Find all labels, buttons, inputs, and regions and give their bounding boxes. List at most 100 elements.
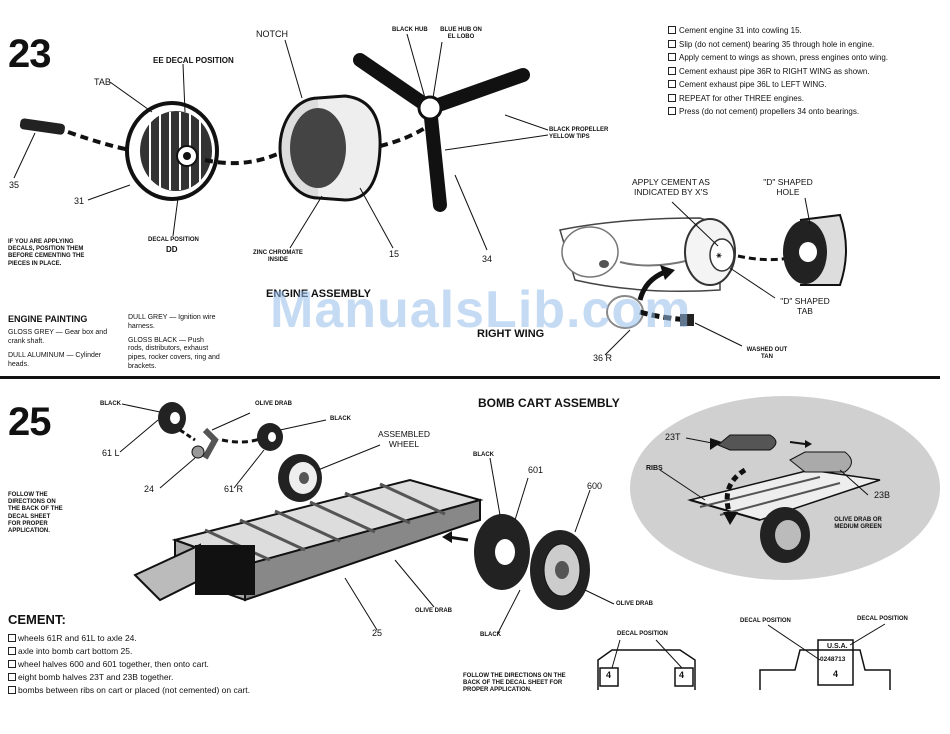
label-olive-or-green: OLIVE DRAB OR MEDIUM GREEN — [834, 517, 882, 531]
checkbox-icon[interactable] — [668, 66, 676, 75]
label-d-shaped-hole: "D" SHAPED HOLE — [763, 177, 813, 198]
instruction-item[interactable]: Press (do not cement) propellers 34 onto… — [668, 105, 938, 119]
label-black-3: BLACK — [473, 452, 494, 458]
label-black-2: BLACK — [330, 416, 351, 422]
propeller-34-drawing — [353, 53, 530, 212]
cement-item[interactable]: bombs between ribs on cart or placed (no… — [8, 684, 308, 697]
decal-serial: 0248713 — [820, 656, 846, 663]
dashed-path-35 — [67, 130, 131, 152]
engine-painting-block: ENGINE PAINTING GLOSS GREY — Gear box an… — [8, 314, 108, 369]
checkbox-icon[interactable] — [668, 39, 676, 48]
label-blue-hub: BLUE HUB ON EL LOBO — [440, 27, 482, 41]
label-decal-position-3: DECAL POSITION — [857, 616, 908, 622]
label-olive-drab-2: OLIVE DRAB — [616, 601, 654, 607]
leader-lines-wing — [604, 197, 811, 356]
checkbox-icon[interactable] — [668, 26, 676, 34]
label-decal-position-1: DECAL POSITION — [617, 631, 668, 637]
step-number-23: 23 — [8, 32, 51, 76]
instruction-item[interactable]: REPEAT for other THREE engines. — [668, 92, 938, 106]
bomb-cart-assembly-title: BOMB CART ASSEMBLY — [478, 396, 620, 410]
follow-directions-note: FOLLOW THE DIRECTIONS ON THE BACK OF THE… — [8, 492, 63, 534]
decal-number-4-b: 4 — [679, 670, 685, 680]
right-wing-drawing: ✳ — [559, 213, 847, 329]
label-black-4: BLACK — [480, 632, 501, 638]
paint-gloss-grey: GLOSS GREY — Gear box and crank shaft. — [8, 329, 108, 346]
label-part-61r: 61 R — [224, 484, 244, 494]
bomb-cart-detail-drawing — [630, 396, 940, 580]
engine-31-drawing — [125, 101, 219, 201]
instruction-item[interactable]: Cement exhaust pipe 36L to LEFT WING. — [668, 78, 938, 92]
instruction-item[interactable]: Cement engine 31 into cowling 15. — [668, 24, 938, 38]
label-part-24: 24 — [144, 484, 155, 494]
label-d-shaped-tab: "D" SHAPED TAB — [780, 296, 830, 317]
step-number-25: 25 — [8, 400, 51, 444]
bomb-cart-25-drawing — [133, 454, 484, 602]
label-olive-drab-1: OLIVE DRAB — [255, 401, 293, 407]
instruction-item[interactable]: Cement exhaust pipe 36R to RIGHT WING as… — [668, 65, 938, 79]
dashed-path-cowling — [379, 126, 427, 148]
label-dd: DD — [166, 245, 178, 254]
label-olive-drab-3: OLIVE DRAB — [415, 608, 453, 614]
decal-position-diagrams — [597, 639, 891, 690]
label-decal-position-dd: DECAL POSITION — [148, 237, 199, 243]
cement-list: wheels 61R and 61L to axle 24. axle into… — [8, 632, 308, 697]
label-part-34: 34 — [482, 254, 493, 264]
watermark: ManualsLib.com — [270, 281, 692, 339]
step23-instructions: Cement engine 31 into cowling 15. Slip (… — [668, 24, 938, 119]
engine-painting-title: ENGINE PAINTING — [8, 314, 88, 324]
leader-lines-23 — [13, 33, 549, 251]
paint-gloss-black: GLOSS BLACK — Push rods, distributors, e… — [128, 336, 220, 370]
label-black-propeller: BLACK PROPELLER YELLOW TIPS — [549, 127, 609, 141]
checkbox-icon[interactable] — [668, 107, 676, 115]
checkbox-icon[interactable] — [8, 686, 16, 694]
cart-wheels-small-drawing — [158, 402, 283, 460]
label-right-wing: RIGHT WING — [477, 328, 545, 340]
label-decal-position-2: DECAL POSITION — [740, 618, 791, 624]
label-part-36r: 36 R — [593, 353, 613, 363]
follow-directions-note-2: FOLLOW THE DIRECTIONS ON THE BACK OF THE… — [463, 673, 566, 694]
checkbox-icon[interactable] — [668, 80, 676, 88]
cowling-15-drawing — [278, 94, 382, 202]
label-part-35: 35 — [9, 180, 20, 190]
checkbox-icon[interactable] — [8, 634, 16, 642]
label-part-31: 31 — [74, 196, 85, 206]
label-zinc-chromate: ZINC CHROMATE INSIDE — [253, 250, 303, 264]
checkbox-icon[interactable] — [8, 647, 16, 655]
label-black-1: BLACK — [100, 401, 121, 407]
svg-text:✳: ✳ — [716, 252, 722, 260]
paint-dull-aluminum: DULL ALUMINUM — Cylinder heads. — [8, 351, 102, 368]
wheel-600-601-drawing — [474, 514, 590, 610]
label-assembled-wheel: ASSEMBLED WHEEL — [378, 429, 430, 449]
decal-number-4-c: 4 — [833, 669, 839, 679]
checkbox-icon[interactable] — [668, 53, 676, 61]
label-part-600: 600 — [587, 481, 603, 491]
label-part-25: 25 — [372, 628, 383, 638]
engine-painting-block-2: DULL GREY — Ignition wire harness. GLOSS… — [128, 314, 220, 372]
decal-number-4-a: 4 — [606, 670, 612, 680]
cement-item[interactable]: eight bomb halves 23T and 23B together. — [8, 671, 308, 684]
label-washed-out-tan: WASHED OUT TAN — [746, 347, 788, 361]
label-apply-cement: APPLY CEMENT AS INDICATED BY X's — [632, 177, 710, 198]
label-ee-decal: EE DECAL POSITION — [153, 56, 234, 65]
section-divider — [0, 376, 940, 379]
checkbox-icon[interactable] — [668, 93, 676, 102]
checkbox-icon[interactable] — [8, 660, 16, 668]
engine-assembly-title: ENGINE ASSEMBLY — [266, 288, 371, 300]
instruction-item[interactable]: Apply cement to wings as shown, press en… — [668, 51, 938, 65]
label-part-23t: 23T — [665, 432, 681, 442]
label-black-hub: BLACK HUB — [392, 27, 428, 33]
paint-dull-grey: DULL GREY — Ignition wire harness. — [128, 314, 216, 330]
checkbox-icon[interactable] — [8, 673, 16, 681]
leader-lines-25 — [119, 403, 886, 669]
cement-item[interactable]: wheels 61R and 61L to axle 24. — [8, 632, 308, 645]
label-notch: NOTCH — [256, 29, 288, 39]
cement-item[interactable]: axle into bomb cart bottom 25. — [8, 645, 308, 658]
instruction-item[interactable]: Slip (do not cement) bearing 35 through … — [668, 38, 938, 52]
decal-usa: U.S.A. — [827, 643, 848, 650]
label-part-15: 15 — [389, 249, 400, 259]
cement-item[interactable]: wheel halves 600 and 601 together, then … — [8, 658, 308, 671]
label-part-23b: 23B — [874, 490, 891, 500]
label-part-601: 601 — [528, 465, 544, 475]
label-tab: TAB — [94, 77, 111, 87]
